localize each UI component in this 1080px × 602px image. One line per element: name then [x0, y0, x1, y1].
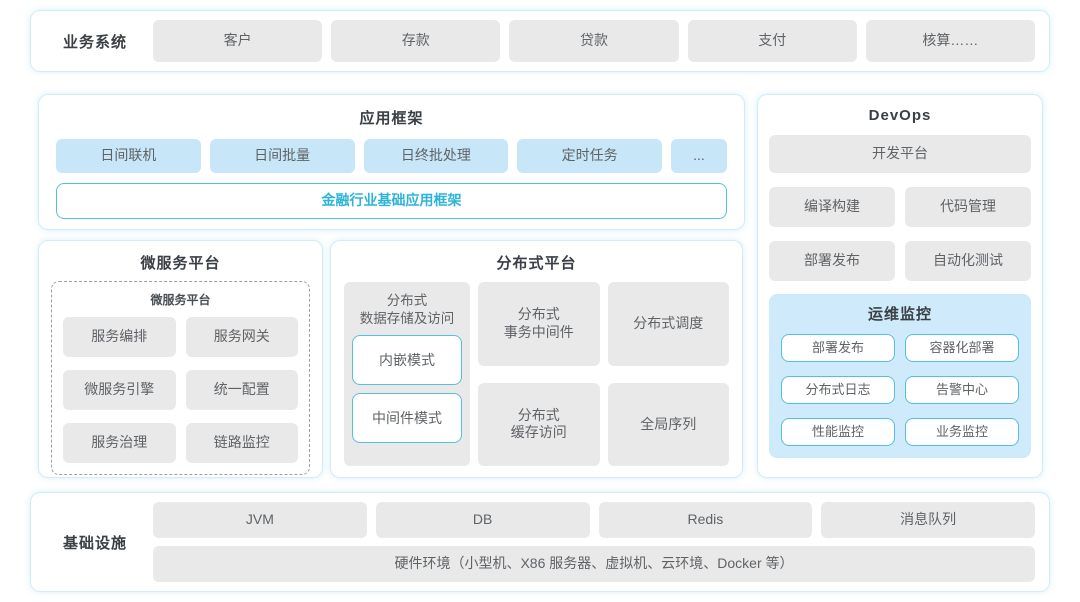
ops-monitoring-panel: 运维监控 部署发布 容器化部署 分布式日志 告警中心 性能监控 业务监控: [769, 294, 1031, 458]
distributed-storage-group: 分布式 数据存储及访问 内嵌模式 中间件模式: [344, 282, 470, 466]
module-ellipsis: ...: [671, 139, 727, 173]
infrastructure-row: JVM DB Redis 消息队列: [153, 502, 1035, 538]
infra-redis: Redis: [598, 502, 813, 538]
monitor-performance: 性能监控: [781, 418, 895, 446]
business-systems-label: 业务系统: [62, 33, 127, 51]
business-item-loan: 贷款: [509, 20, 679, 62]
tool-build: 编译构建: [769, 187, 895, 227]
business-item-accounting: 核算……: [865, 20, 1036, 62]
infrastructure-items: JVM DB Redis 消息队列 硬件环境（小型机、X86 服务器、虚拟机、云…: [153, 502, 1035, 582]
monitor-container-deploy: 容器化部署: [905, 334, 1019, 362]
tool-deploy-release: 部署发布: [769, 241, 895, 281]
microservice-title: 微服务平台: [140, 255, 221, 272]
tool-code-management: 代码管理: [905, 187, 1031, 227]
module-daytime-batch: 日间批量: [209, 139, 355, 173]
ms-microservice-engine: 微服务引擎: [63, 370, 176, 410]
module-daytime-online: 日间联机: [56, 139, 201, 173]
app-framework-title: 应用框架: [359, 110, 424, 127]
infra-message-queue: 消息队列: [821, 502, 1035, 538]
tool-automated-test: 自动化测试: [905, 241, 1031, 281]
ops-monitoring-grid: 部署发布 容器化部署 分布式日志 告警中心 性能监控 业务监控: [781, 334, 1019, 446]
infra-db: DB: [375, 502, 590, 538]
microservice-grid: 服务编排 服务网关 微服务引擎 统一配置 服务治理 链路监控: [63, 317, 298, 463]
ms-service-gateway: 服务网关: [185, 317, 298, 357]
ms-service-governance: 服务治理: [63, 423, 176, 463]
distributed-panel: 分布式平台 分布式 数据存储及访问 内嵌模式 中间件模式 分布式 事务中间件 分…: [330, 240, 743, 478]
storage-middleware-mode: 中间件模式: [352, 393, 462, 444]
distributed-col-middle: 分布式 事务中间件 分布式 缓存访问: [478, 282, 600, 466]
distributed-title: 分布式平台: [496, 255, 577, 272]
ms-link-monitoring: 链路监控: [185, 423, 298, 463]
business-systems-items: 客户 存款 贷款 支付 核算……: [153, 20, 1036, 62]
business-item-customer: 客户: [153, 20, 323, 62]
distributed-storage-title: 分布式 数据存储及访问: [359, 293, 455, 326]
storage-embedded-mode: 内嵌模式: [352, 335, 462, 386]
distributed-cache-access: 分布式 缓存访问: [478, 382, 600, 466]
devops-tools: 编译构建 代码管理 部署发布 自动化测试: [769, 187, 1031, 281]
microservice-panel: 微服务平台 微服务平台 服务编排 服务网关 微服务引擎 统一配置 服务治理 链路…: [38, 240, 323, 478]
global-sequence: 全局序列: [607, 382, 729, 466]
monitor-distributed-log: 分布式日志: [781, 376, 895, 404]
monitor-alert-center: 告警中心: [905, 376, 1019, 404]
business-item-payment: 支付: [687, 20, 857, 62]
monitor-deploy-release: 部署发布: [781, 334, 895, 362]
business-item-deposit: 存款: [331, 20, 501, 62]
module-eod-batch: 日终批处理: [363, 139, 509, 173]
microservice-inner-title: 微服务平台: [150, 293, 211, 307]
microservice-inner-container: 微服务平台 服务编排 服务网关 微服务引擎 统一配置 服务治理 链路监控: [51, 281, 310, 475]
distributed-col-right: 分布式调度 全局序列: [607, 282, 729, 466]
devops-title: DevOps: [868, 107, 932, 124]
module-scheduled-task: 定时任务: [517, 139, 662, 173]
financial-base-framework: 金融行业基础应用框架: [56, 183, 727, 219]
infra-jvm: JVM: [153, 502, 367, 538]
hardware-environment: 硬件环境（小型机、X86 服务器、虚拟机、云环境、Docker 等）: [153, 546, 1035, 582]
app-framework-modules: 日间联机 日间批量 日终批处理 定时任务 ...: [56, 139, 727, 173]
monitor-business: 业务监控: [905, 418, 1019, 446]
distributed-columns: 分布式 数据存储及访问 内嵌模式 中间件模式 分布式 事务中间件 分布式 缓存访…: [344, 282, 729, 466]
ms-unified-config: 统一配置: [185, 370, 298, 410]
devops-panel: DevOps 开发平台 编译构建 代码管理 部署发布 自动化测试 运维监控 部署…: [757, 94, 1043, 478]
ms-service-orchestration: 服务编排: [63, 317, 176, 357]
business-systems-panel: 业务系统 客户 存款 贷款 支付 核算……: [30, 10, 1050, 72]
dev-platform: 开发平台: [769, 135, 1031, 173]
infrastructure-panel: 基础设施 JVM DB Redis 消息队列 硬件环境（小型机、X86 服务器、…: [30, 492, 1050, 592]
distributed-transaction-middleware: 分布式 事务中间件: [478, 282, 600, 366]
ops-monitoring-title: 运维监控: [867, 306, 932, 323]
app-framework-panel: 应用框架 日间联机 日间批量 日终批处理 定时任务 ... 金融行业基础应用框架: [38, 94, 745, 230]
infrastructure-label: 基础设施: [62, 534, 127, 552]
distributed-scheduling: 分布式调度: [607, 282, 729, 366]
